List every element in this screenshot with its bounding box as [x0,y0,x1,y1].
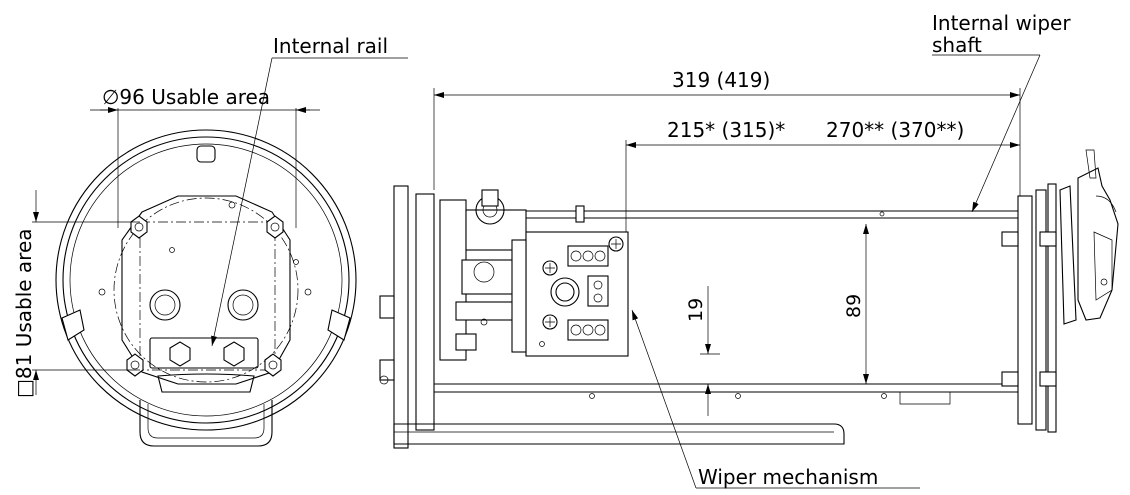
label-internal-wiper-shaft-2: shaft [932,33,982,57]
label-length-b: 270** (370**) [826,118,964,142]
label-internal-wiper-shaft-1: Internal wiper [932,11,1071,35]
front-view [32,57,408,447]
dimension-inner-length [625,140,1020,232]
label-internal-rail: Internal rail [273,34,388,58]
label-length-a: 215* (315)* [667,118,785,142]
dimension-19 [700,286,720,416]
side-view [379,149,1119,449]
label-dim-89: 89 [843,294,865,318]
label-usable-square: □81 Usable area [12,228,36,398]
label-usable-diameter: ∅96 Usable area [102,85,270,109]
label-wiper-mechanism: Wiper mechanism [698,465,878,489]
label-dim-19: 19 [685,298,707,322]
dimension-overall-length [433,88,1021,196]
label-overall-length: 319 (419) [672,68,770,92]
